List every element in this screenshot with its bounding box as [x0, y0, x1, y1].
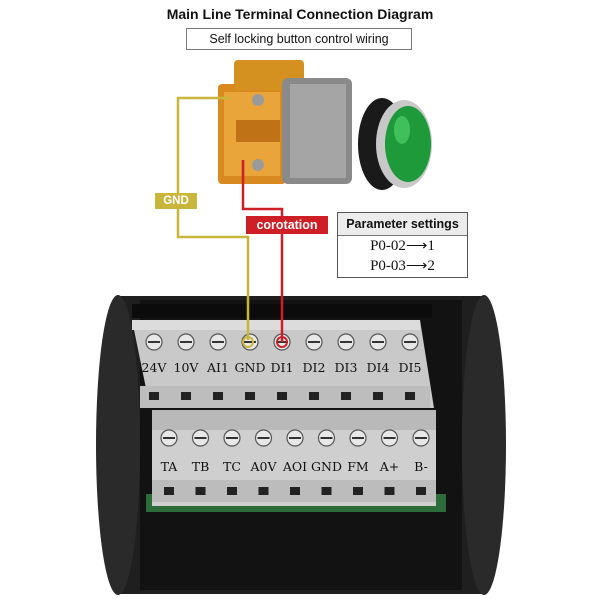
parameter-row: P0-03⟶2	[370, 258, 435, 274]
terminal-label: B-	[414, 459, 428, 474]
terminal-slot	[149, 392, 159, 400]
terminal-label: DI5	[399, 360, 422, 375]
terminal-label: AI1	[206, 360, 229, 375]
terminal-screw	[223, 429, 241, 447]
terminal-screw	[337, 333, 355, 351]
terminal-labels-bottom: TA TB TC A0V AOI GND FM A+ B-	[161, 459, 428, 474]
terminal-screw	[254, 429, 273, 447]
terminal-labels-top: 24V 10V AI1 GND DI1 DI2 DI3 DI4 DI5	[142, 360, 422, 375]
terminal-label: FM	[347, 459, 369, 474]
terminal-slot	[309, 392, 319, 400]
terminal-slot	[405, 392, 415, 400]
terminal-screw	[317, 429, 336, 447]
terminal-slot	[227, 487, 237, 495]
terminal-slot	[384, 487, 395, 495]
terminal-screw	[160, 429, 178, 447]
parameter-settings-box: Parameter settings P0-02⟶1 P0-03⟶2	[337, 212, 468, 278]
terminal-slot	[195, 487, 206, 495]
terminal-screw	[305, 333, 323, 351]
terminal-slot	[277, 392, 287, 400]
corotation-wire-label: corotation	[246, 216, 328, 234]
terminal-label: A0V	[249, 459, 277, 474]
diagram-title: Main Line Terminal Connection Diagram	[166, 6, 434, 22]
terminal-screw	[412, 429, 430, 447]
terminal-label: GND	[311, 459, 342, 474]
terminal-label: 10V	[174, 360, 200, 375]
diagram-subtitle: Self locking button control wiring	[186, 28, 412, 50]
green-push-button-icon	[218, 60, 432, 190]
terminal-label: DI3	[335, 360, 358, 375]
terminal-slot	[416, 487, 426, 495]
terminal-slot	[213, 392, 223, 400]
gnd-wire-label: GND	[155, 193, 197, 209]
terminal-label: DI1	[271, 360, 294, 375]
terminal-label: GND	[235, 360, 266, 375]
terminal-slot	[373, 392, 383, 400]
terminal-screw	[177, 333, 195, 351]
terminal-slot	[353, 487, 363, 495]
terminal-screw	[286, 429, 304, 447]
terminal-slot	[181, 392, 191, 400]
terminal-screw	[380, 429, 399, 447]
terminal-label: DI2	[303, 360, 326, 375]
terminal-label: TA	[161, 459, 179, 474]
terminal-label: 24V	[142, 360, 168, 375]
terminal-label: DI4	[367, 360, 390, 375]
terminal-label: AOI	[282, 459, 307, 474]
parameter-settings-header: Parameter settings	[338, 213, 467, 236]
parameter-row: P0-02⟶1	[370, 238, 435, 254]
terminal-screw	[209, 333, 227, 351]
terminal-label: TC	[223, 459, 241, 474]
corotation-wire	[241, 160, 288, 348]
terminal-label: A+	[379, 459, 400, 474]
terminal-screw	[349, 429, 367, 447]
terminal-screw	[145, 333, 163, 351]
terminal-slot	[341, 392, 351, 400]
terminal-slot	[321, 487, 332, 495]
terminal-slot	[290, 487, 300, 495]
terminal-slot	[245, 392, 255, 400]
gnd-wire	[176, 96, 254, 348]
terminal-screw	[191, 429, 210, 447]
terminal-slot	[164, 487, 174, 495]
terminal-label: TB	[192, 459, 210, 474]
terminal-screw	[401, 333, 419, 351]
terminal-screw	[369, 333, 387, 351]
terminal-slot	[258, 487, 269, 495]
